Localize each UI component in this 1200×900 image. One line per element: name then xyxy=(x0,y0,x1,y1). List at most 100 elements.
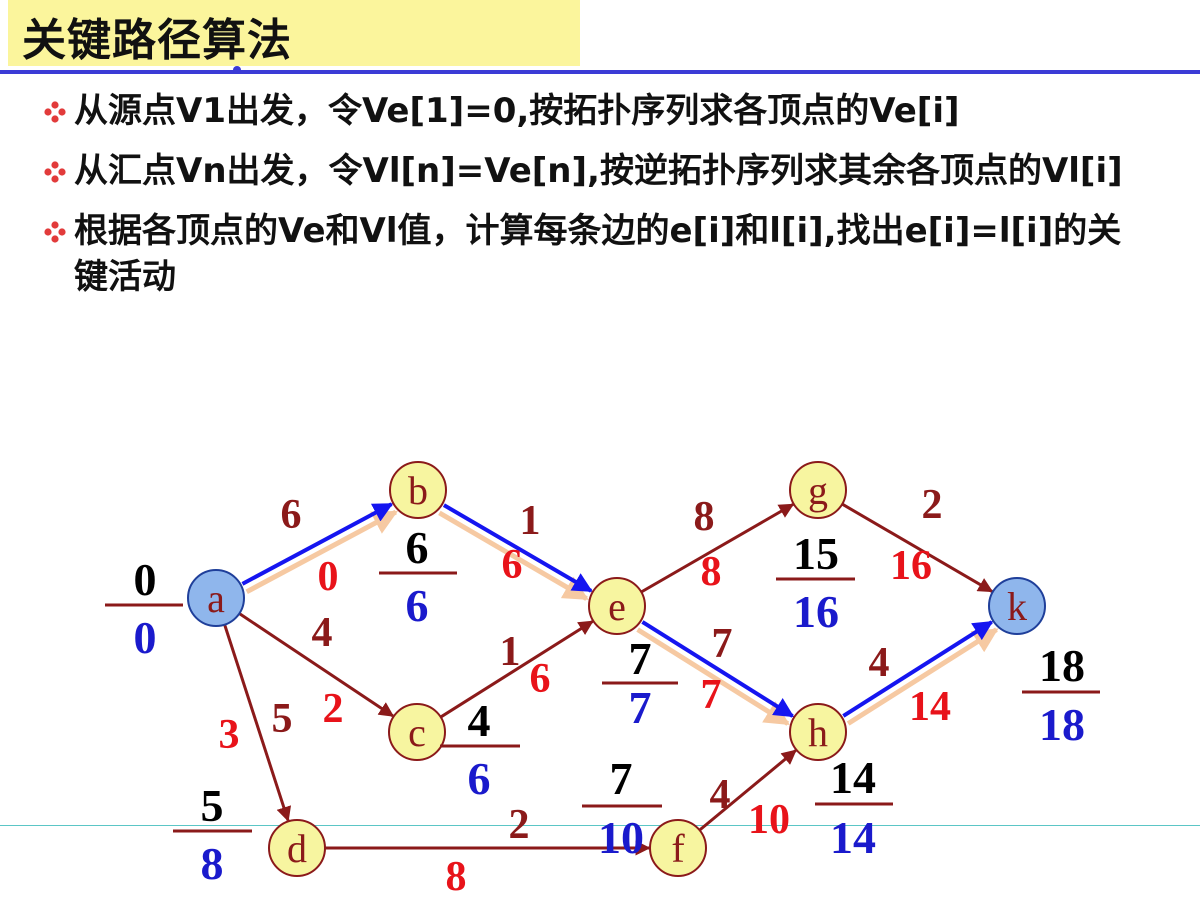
vertex-label: e xyxy=(608,584,626,629)
header-divider-dot xyxy=(233,66,241,74)
edge-line xyxy=(640,503,795,594)
edge-c-e: 16 xyxy=(439,620,594,719)
critical-edge-line xyxy=(641,620,795,718)
edge-weight-label: 4 xyxy=(312,610,333,656)
bullet-item: 从汇点Vn出发，令Vl[n]=Ve[n],按逆拓扑序列求其余各顶点的Vl[i] xyxy=(44,148,1154,194)
edge-latest-start-label: 7 xyxy=(701,672,722,718)
edge-line xyxy=(841,502,994,593)
critical-path-highlight xyxy=(438,510,589,601)
vertex-b: b 6 6 xyxy=(379,461,457,631)
vertex-circle xyxy=(268,819,326,877)
edge-latest-start-label: 2 xyxy=(323,686,344,732)
earliest-time-ve: 14 xyxy=(830,752,876,803)
footer-rule xyxy=(0,825,1200,826)
earliest-time-ve: 4 xyxy=(468,695,491,746)
bullet-item: 根据各顶点的Ve和Vl值，计算每条边的e[i]和l[i],找出e[i]=l[i]… xyxy=(44,208,1154,300)
edge-f-h: 4 10 xyxy=(698,749,797,843)
diamond-bullet-icon xyxy=(44,161,66,183)
latest-time-vl: 16 xyxy=(793,586,839,637)
edge-weight-label: 2 xyxy=(509,802,530,848)
bullet-text: 从汇点Vn出发，令Vl[n]=Ve[n],按逆拓扑序列求其余各顶点的Vl[i] xyxy=(74,151,1123,191)
earliest-time-ve: 6 xyxy=(406,522,429,573)
edge-weight-label: 4 xyxy=(710,772,731,818)
earliest-time-ve: 15 xyxy=(793,528,839,579)
title-banner: 关键路径算法 xyxy=(8,0,580,66)
vertex-label: h xyxy=(808,710,828,755)
edge-latest-start-label: 8 xyxy=(446,854,467,900)
latest-time-vl: 7 xyxy=(629,682,652,733)
vertex-circle xyxy=(187,569,245,627)
edge-b-e: 16 xyxy=(438,498,593,601)
bullet-list: 从源点V1出发，令Ve[1]=0,按拓扑序列求各顶点的Ve[i] 从汇点Vn出发… xyxy=(44,88,1154,314)
vertex-circle xyxy=(388,703,446,761)
edge-latest-start-label: 3 xyxy=(219,712,240,758)
edge-latest-start-label: 8 xyxy=(701,549,722,595)
edge-d-f: 28 xyxy=(325,802,651,900)
vertex-circle xyxy=(389,461,447,519)
vertex-f: f7 10 xyxy=(582,753,707,877)
edge-line xyxy=(238,612,395,718)
vertex-label: c xyxy=(408,710,426,755)
edge-latest-start-label: 6 xyxy=(530,656,551,702)
latest-time-vl: 0 xyxy=(134,612,157,663)
edge-latest-start-label: 16 xyxy=(890,543,932,589)
latest-time-vl: 10 xyxy=(598,812,644,863)
edge-line xyxy=(439,620,594,719)
critical-path-highlight xyxy=(636,627,790,726)
edge-weight-label: 1 xyxy=(500,629,521,675)
edge-h-k: 4 14 xyxy=(842,620,999,730)
edge-e-g: 88 xyxy=(640,494,795,595)
vertex-circle xyxy=(588,577,646,635)
vertex-circle xyxy=(988,577,1046,635)
earliest-time-ve: 7 xyxy=(629,633,652,684)
critical-path-highlight xyxy=(245,509,398,594)
header-divider xyxy=(0,70,1200,74)
earliest-time-ve: 18 xyxy=(1039,640,1085,691)
vertex-d: d 5 8 xyxy=(173,780,326,889)
edge-line xyxy=(698,749,797,832)
vertex-label: a xyxy=(207,576,225,621)
critical-path-highlight xyxy=(846,627,999,726)
bullet-text: 根据各顶点的Ve和Vl值，计算每条边的e[i]和l[i],找出e[i]=l[i]… xyxy=(74,211,1122,297)
vertex-k: k 18 18 xyxy=(988,577,1100,750)
edge-weight-label: 7 xyxy=(712,621,733,667)
vertex-label: g xyxy=(808,468,828,513)
edge-line xyxy=(223,624,292,822)
edge-a-c: 42 xyxy=(238,610,395,732)
edge-weight-label: 2 xyxy=(922,482,943,528)
critical-edge-line xyxy=(842,620,994,718)
bullet-item: 从源点V1出发，令Ve[1]=0,按拓扑序列求各顶点的Ve[i] xyxy=(44,88,1154,134)
edge-weight-label: 4 xyxy=(869,640,890,686)
vertex-label: d xyxy=(287,826,307,871)
vertex-label: f xyxy=(671,826,685,871)
diamond-bullet-icon xyxy=(44,221,66,243)
earliest-time-ve: 0 xyxy=(134,554,157,605)
slide-title: 关键路径算法 xyxy=(22,15,292,66)
edge-latest-start-label: 14 xyxy=(909,684,951,730)
edge-weight-label: 5 xyxy=(272,696,293,742)
latest-time-vl: 6 xyxy=(406,580,429,631)
earliest-time-ve: 7 xyxy=(610,753,633,804)
critical-edge-line xyxy=(442,503,593,593)
vertex-g: g 15 16 xyxy=(776,461,855,637)
earliest-time-ve: 5 xyxy=(201,780,224,831)
latest-time-vl: 6 xyxy=(468,753,491,804)
vertex-label: k xyxy=(1007,584,1027,629)
edge-weight-label: 6 xyxy=(281,492,302,538)
vertex-circle xyxy=(789,703,847,761)
vertex-label: b xyxy=(408,468,428,513)
vertex-a: a 0 0 xyxy=(105,554,245,663)
critical-edge-line xyxy=(241,502,394,586)
vertex-circle xyxy=(789,461,847,519)
edge-a-b: 60 xyxy=(241,492,398,600)
edge-latest-start-label: 0 xyxy=(318,554,339,600)
latest-time-vl: 8 xyxy=(201,838,224,889)
latest-time-vl: 18 xyxy=(1039,699,1085,750)
vertex-e: e77 xyxy=(588,577,678,733)
edge-latest-start-label: 10 xyxy=(748,797,790,843)
diamond-bullet-icon xyxy=(44,101,66,123)
latest-time-vl: 14 xyxy=(830,812,876,863)
